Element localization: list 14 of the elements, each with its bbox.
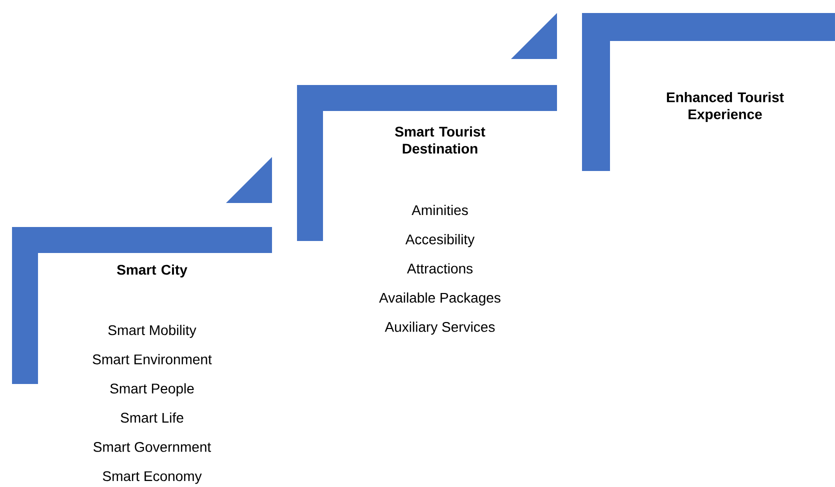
list-item: Smart People: [110, 383, 194, 396]
heading: Enhanced Tourist Experience: [666, 92, 784, 122]
heading: Smart City: [117, 264, 188, 278]
list-item: Attractions: [406, 263, 473, 274]
list-item: Smart Mobility: [108, 324, 196, 338]
list-item: Accesibility: [405, 234, 475, 248]
list-item: Aminities: [412, 204, 468, 216]
list-item: Smart Life: [120, 412, 184, 423]
heading: Smart Tourist Destination: [395, 126, 486, 154]
list-item: Smart Environment: [92, 354, 212, 364]
list-item: Auxiliary Services: [384, 322, 495, 335]
list-item: Available Packages: [379, 292, 500, 306]
list-item: Smart Government: [94, 442, 212, 452]
list-item: Smart Economy: [102, 471, 202, 484]
